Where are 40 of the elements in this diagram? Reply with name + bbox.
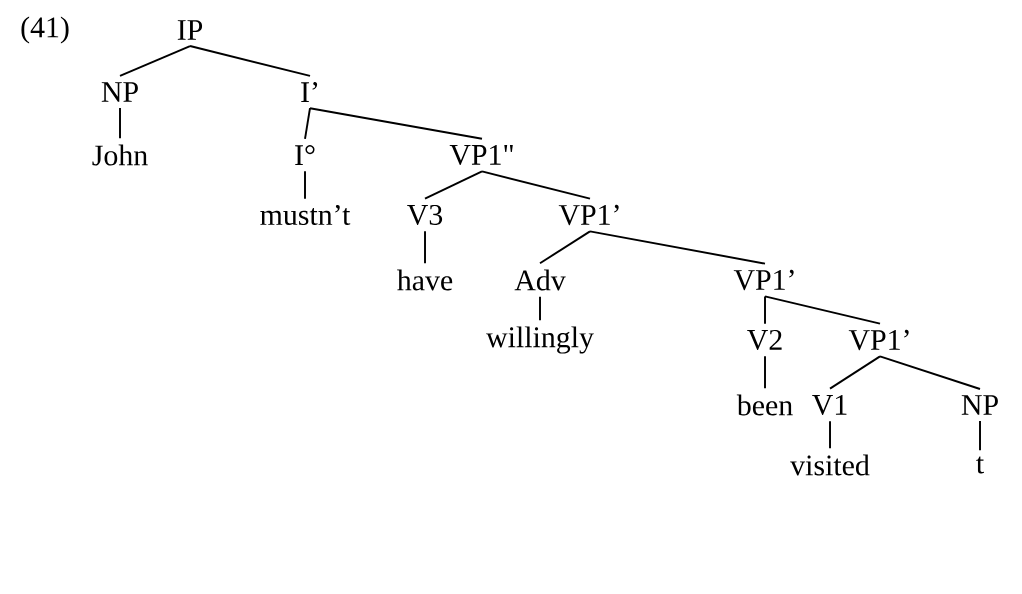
branch-line bbox=[764, 295, 766, 325]
tree-label: John bbox=[92, 144, 148, 166]
branch-line bbox=[764, 355, 766, 390]
branch-line bbox=[589, 230, 766, 265]
tree-label: visited bbox=[790, 454, 870, 476]
branch-line bbox=[119, 107, 121, 140]
branch-line bbox=[829, 420, 831, 450]
tree-label: V1 bbox=[812, 394, 847, 416]
tree-label: NP bbox=[101, 82, 138, 102]
branch-line bbox=[879, 355, 981, 390]
branch-line bbox=[309, 107, 483, 140]
branch-line bbox=[304, 107, 311, 140]
branch-line bbox=[764, 295, 881, 325]
tree-label: VP1" bbox=[449, 144, 513, 166]
branch-line bbox=[829, 355, 881, 390]
tree-label: t bbox=[976, 456, 984, 474]
tree-label: I° bbox=[295, 145, 315, 165]
branch-line bbox=[424, 170, 483, 200]
tree-label: VP1’ bbox=[733, 269, 794, 291]
branch-line bbox=[189, 45, 311, 77]
tree-label: IP bbox=[177, 20, 203, 40]
tree-label: V3 bbox=[407, 204, 443, 226]
tree-label: VP1’ bbox=[848, 329, 909, 351]
branch-line bbox=[539, 230, 591, 265]
branch-line bbox=[539, 295, 541, 322]
tree-label: Adv bbox=[514, 269, 566, 291]
tree-label: NP bbox=[961, 395, 998, 415]
branch-line bbox=[979, 420, 981, 452]
tree-label: V2 bbox=[747, 329, 782, 351]
branch-line bbox=[304, 170, 306, 200]
tree-label: mustn’t bbox=[260, 204, 351, 226]
tree-label: VP1’ bbox=[558, 204, 619, 226]
tree-label: been bbox=[736, 394, 793, 416]
tree-label: I’ bbox=[301, 82, 318, 102]
branch-line bbox=[424, 230, 426, 265]
branch-line bbox=[481, 170, 591, 200]
example-number: (41) bbox=[21, 16, 69, 44]
tree-label: have bbox=[397, 269, 453, 291]
branch-line bbox=[119, 45, 191, 77]
tree-label: willingly bbox=[486, 326, 594, 354]
